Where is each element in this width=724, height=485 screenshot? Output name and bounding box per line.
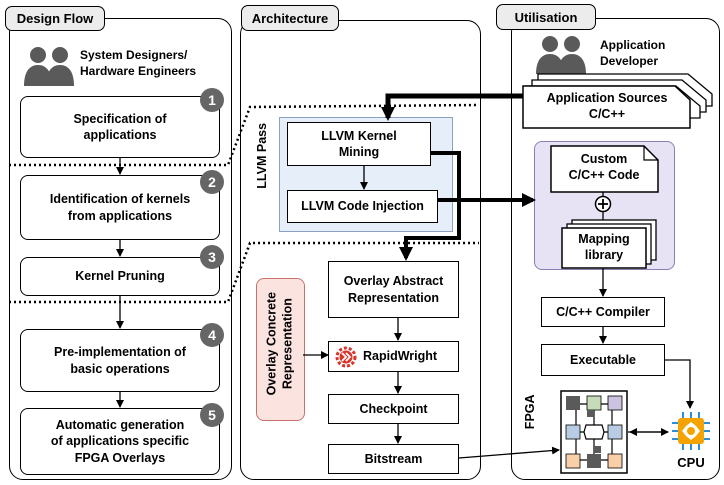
application-developer-label: Application Developer <box>600 38 666 68</box>
rapidwright-label: RapidWright <box>363 349 438 364</box>
mapping-library-stack <box>561 219 657 269</box>
step-badge-2: 2 <box>200 170 224 194</box>
step-badge-5: 5 <box>200 403 224 427</box>
step-pre-implementation: Pre-implementation of basic operations <box>20 329 220 392</box>
step-2-label: Identification of kernels from applicati… <box>49 192 191 223</box>
overlay-abstract-label: Overlay Abstract Representation <box>343 274 444 305</box>
custom-code-doc <box>550 145 659 193</box>
step-specification: Specification of applications <box>20 96 220 158</box>
llvm-kernel-mining-box: LLVM Kernel Mining <box>287 122 431 166</box>
step-badge-1: 1 <box>200 88 224 112</box>
plus-icon <box>594 195 612 213</box>
step-1-label: Specification of applications <box>73 111 167 142</box>
bitstream-label: Bitstream <box>364 451 423 466</box>
executable-label: Executable <box>569 352 636 367</box>
developer-icon <box>536 36 586 74</box>
cpu-label: CPU <box>677 455 705 470</box>
utilisation-title: Utilisation <box>514 9 578 25</box>
step-5-label: Automatic generation of applications spe… <box>50 418 190 465</box>
overlay-abstract-box: Overlay Abstract Representation <box>328 261 459 318</box>
users-icon <box>24 47 74 86</box>
kernel-mining-label: LLVM Kernel Mining <box>321 128 397 159</box>
rapidwright-logo-icon <box>335 346 357 367</box>
design-flow-title: Design Flow <box>16 11 94 26</box>
fpga-chip-icon <box>560 390 628 474</box>
custom-code-label: Custom C/C++ Code <box>568 152 640 183</box>
app-sources-stack <box>522 73 713 129</box>
design-flow-tab: Design Flow <box>5 6 105 31</box>
fpga-label: FPGA <box>523 394 538 430</box>
cpu-chip-icon <box>672 412 710 450</box>
code-injection-label: LLVM Code Injection <box>301 199 424 214</box>
app-sources-label: Application Sources C/C++ <box>546 91 668 122</box>
utilisation-tab: Utilisation <box>496 4 596 30</box>
step-kernel-pruning: Kernel Pruning <box>20 257 220 296</box>
architecture-title: Architecture <box>251 10 329 26</box>
compiler-label: C/C++ Compiler <box>556 304 650 319</box>
step-identification: Identification of kernels from applicati… <box>20 175 220 240</box>
architecture-tab: Architecture <box>241 5 339 31</box>
checkpoint-box: Checkpoint <box>328 394 459 424</box>
step-automatic-generation: Automatic generation of applications spe… <box>20 408 220 475</box>
step-4-label: Pre-implementation of basic operations <box>54 345 186 376</box>
mapping-library-label: Mapping library <box>578 232 630 263</box>
system-designers-label: System Designers/ Hardware Engineers <box>80 48 197 78</box>
overlay-concrete-label: Overlay Concrete Representation <box>264 291 294 396</box>
step-badge-3: 3 <box>200 245 224 269</box>
bitstream-box: Bitstream <box>328 444 459 474</box>
step-badge-4: 4 <box>200 323 224 347</box>
step-3-label: Kernel Pruning <box>75 269 165 284</box>
llvm-pass-label: LLVM Pass <box>255 122 270 189</box>
executable-box: Executable <box>541 344 665 376</box>
compiler-box: C/C++ Compiler <box>541 297 665 327</box>
rapidwright-box: RapidWright <box>328 341 459 372</box>
llvm-code-injection-box: LLVM Code Injection <box>287 190 438 223</box>
checkpoint-label: Checkpoint <box>359 401 428 416</box>
